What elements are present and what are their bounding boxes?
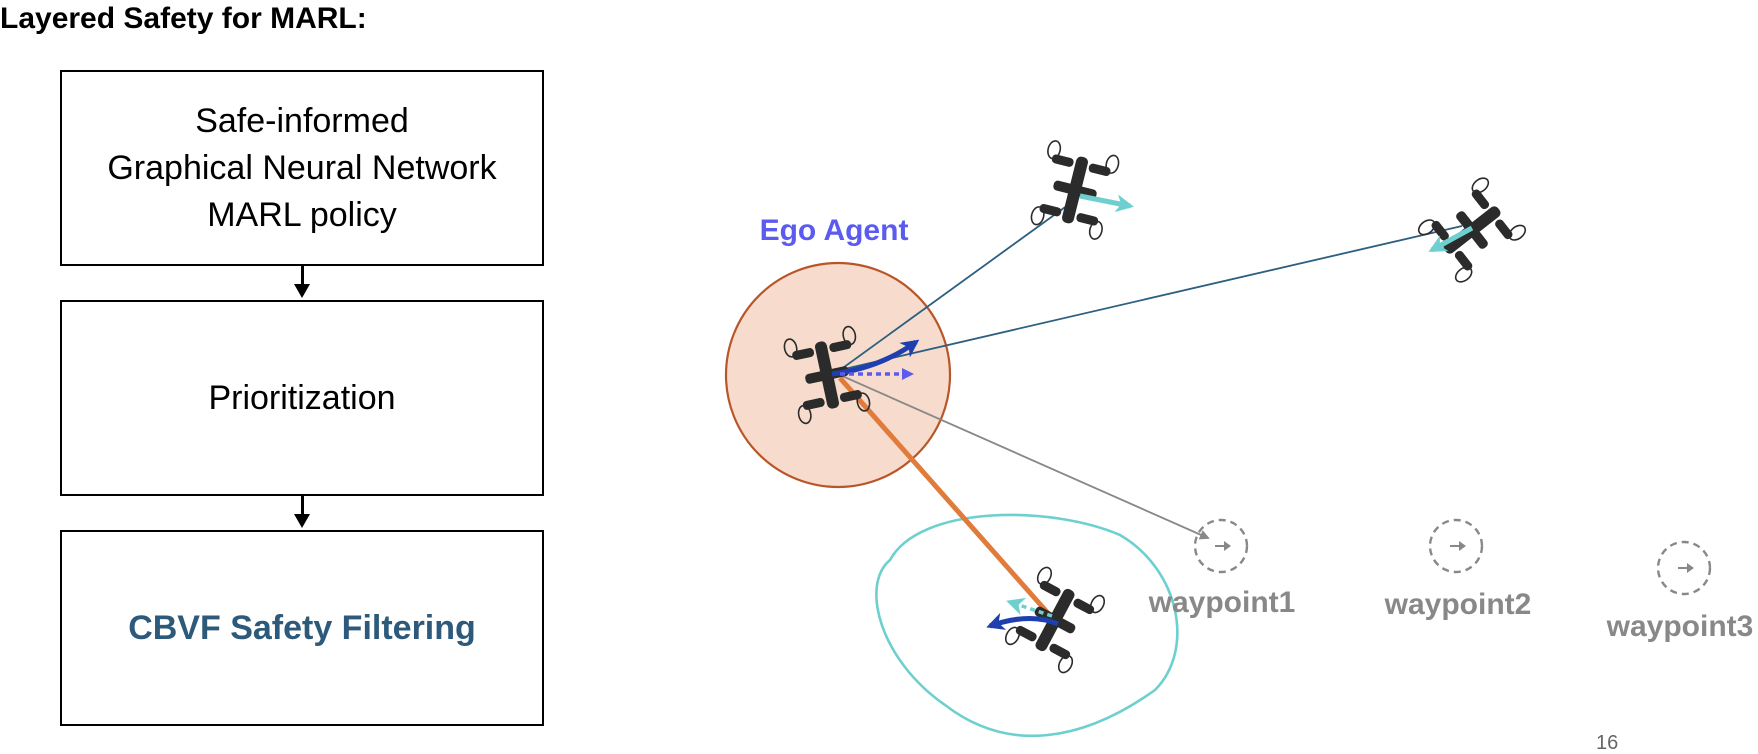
page-title: Layered Safety for MARL: [0,2,367,35]
box3-label: CBVF Safety Filtering [128,608,476,647]
agent3-velocity-arrow [986,612,1059,630]
box1-line: Graphical Neural Network [107,148,497,187]
prioritization-box: Prioritization [60,300,544,496]
box1-line: MARL policy [207,195,397,234]
box2-label: Prioritization [208,378,396,417]
box1-line: Safe-informed [195,101,409,140]
safe-set-region [875,513,1179,738]
slide-number: 16 [1596,732,1619,754]
cbvf-safety-filter-box: CBVF Safety Filtering [60,530,544,726]
drone-icon [1028,138,1122,242]
waypoint-icon [1428,518,1484,574]
link-line-agent2 [839,225,1463,371]
agent3-desired-velocity-arrow [1006,597,1053,618]
waypoint2-label: waypoint2 [1384,588,1532,621]
waypoint-icon [1193,518,1249,574]
waypoint3-label: waypoint3 [1606,610,1754,643]
gnn-marl-policy-box: Safe-informed Graphical Neural Network M… [60,70,544,266]
waypoint1-label: waypoint1 [1148,586,1296,619]
agent2-velocity-arrow [1428,225,1474,253]
agent1-velocity-arrow [1079,193,1134,213]
link-line-agent1 [839,204,1069,371]
ego-agent-label: Ego Agent [760,214,909,247]
waypoint-line [839,374,1210,540]
priority-line [838,376,1056,622]
waypoint-icon [1656,540,1712,596]
